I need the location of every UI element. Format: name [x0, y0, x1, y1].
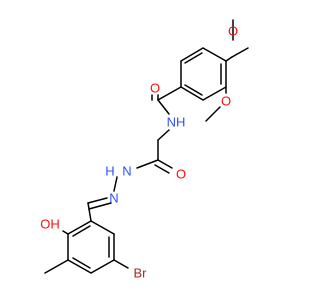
- bond: [157, 129, 170, 141]
- bond: [90, 220, 115, 235]
- bond: [184, 84, 203, 96]
- molecule-drawing: O O O NH O N H N OH Br: [40, 19, 249, 281]
- oxygen-atom-label: O: [221, 94, 231, 109]
- bond: [157, 99, 170, 115]
- bond: [113, 259, 129, 269]
- hydroxyl-group-label: OH: [40, 217, 60, 232]
- bond: [62, 230, 69, 235]
- bond: [72, 225, 91, 237]
- bond: [157, 159, 173, 169]
- hydrogen-atom-label: H: [105, 164, 114, 179]
- bond: [67, 220, 92, 235]
- bromine-atom-label: Br: [134, 266, 148, 281]
- bond: [113, 176, 118, 192]
- bond: [88, 202, 112, 210]
- bond: [87, 202, 92, 222]
- bond: [67, 259, 92, 274]
- bond-layer: [44, 19, 249, 274]
- bond: [202, 86, 227, 101]
- atom-layer: O O O NH O N H N OH Br: [40, 24, 238, 281]
- bond: [184, 52, 203, 64]
- bond: [225, 56, 233, 62]
- bond: [44, 259, 69, 274]
- bond: [72, 257, 91, 269]
- oxygen-atom-label: O: [228, 24, 238, 39]
- bond: [90, 259, 115, 274]
- bond: [154, 164, 170, 174]
- nitrogen-atom-label: NH: [167, 115, 186, 130]
- nitrogen-atom-label: N: [109, 191, 118, 206]
- bond: [180, 86, 204, 101]
- nitrogen-atom-label: N: [122, 164, 131, 179]
- bond: [202, 47, 227, 62]
- oxygen-atom-label: O: [176, 167, 186, 182]
- bond: [157, 86, 182, 101]
- bond: [87, 197, 108, 204]
- bond: [205, 106, 221, 122]
- structure-canvas: O O O NH O N H N OH Br: [40, 19, 249, 281]
- bond: [231, 47, 249, 58]
- bond: [180, 47, 204, 62]
- bond: [136, 159, 159, 169]
- oxygen-atom-label: O: [150, 81, 160, 96]
